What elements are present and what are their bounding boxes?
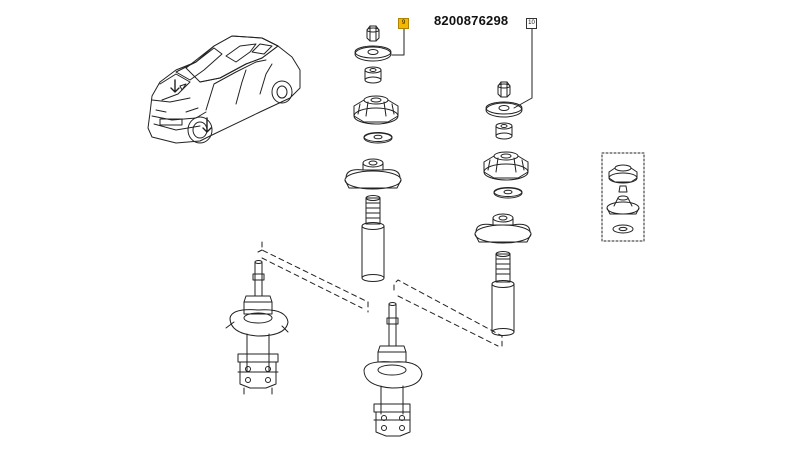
washer-icon <box>612 224 634 234</box>
mount-kit-right <box>474 81 532 336</box>
strut-icon <box>225 260 289 395</box>
bearing-icon <box>344 158 402 190</box>
bearing-icon <box>606 195 640 215</box>
washer-icon <box>354 45 392 62</box>
callout-leaders <box>391 28 533 109</box>
part-number-label: 8200876298 <box>434 13 509 28</box>
washer-icon <box>485 101 523 118</box>
top-mount-icon <box>353 95 399 125</box>
bushing-icon <box>364 66 382 84</box>
washer-icon <box>493 187 523 199</box>
bushing-icon <box>495 122 513 140</box>
car-icon <box>147 35 301 144</box>
kit-inset <box>601 152 645 242</box>
top-mount-icon <box>608 164 638 184</box>
bump-stop-icon <box>495 251 511 283</box>
callout-10[interactable]: 10 <box>526 18 537 29</box>
nut-icon <box>366 25 380 42</box>
dust-boot-icon <box>361 222 385 282</box>
washer-icon <box>363 132 393 144</box>
dust-boot-icon <box>491 280 515 336</box>
bearing-icon <box>474 213 532 244</box>
strut-icon <box>363 302 423 437</box>
bump-stop-icon <box>365 195 381 225</box>
callout-9[interactable]: 9 <box>398 18 409 29</box>
mount-kit-left <box>344 25 402 282</box>
nut-icon <box>497 81 511 98</box>
nut-icon <box>618 185 628 193</box>
assembly-guide-lines <box>257 241 503 347</box>
top-mount-icon <box>483 151 529 181</box>
